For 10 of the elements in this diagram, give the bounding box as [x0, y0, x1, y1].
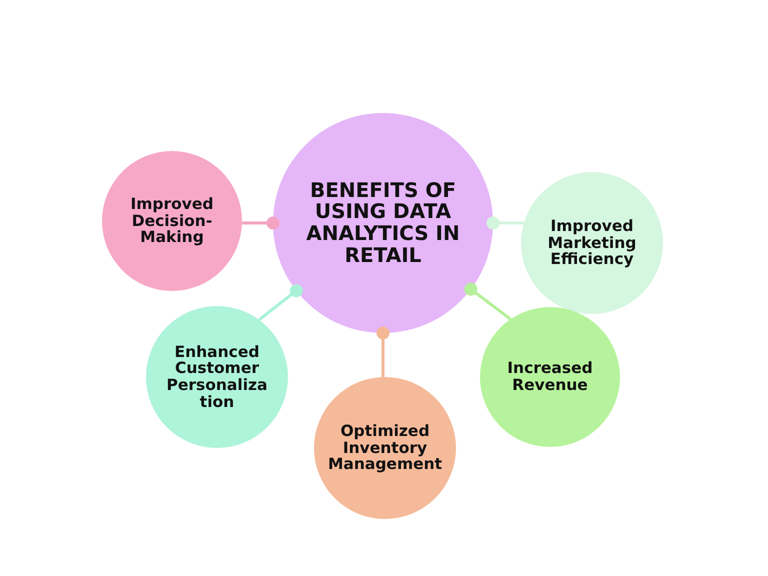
connector — [376, 326, 390, 378]
benefit-label: Improved Decision-Making — [129, 196, 215, 246]
connector — [486, 216, 524, 230]
connector — [242, 216, 280, 230]
connector — [464, 282, 512, 320]
benefit-label: Increased Revenue — [506, 360, 594, 394]
benefit-label: Enhanced Customer Personalization — [166, 344, 268, 410]
benefit-label: Optimized Inventory Management — [326, 422, 444, 474]
benefit-label: Improved Marketing Efficiency — [546, 218, 638, 268]
topic-title: BENEFITS OF USING DATA ANALYTICS IN RETAIL — [305, 180, 461, 266]
